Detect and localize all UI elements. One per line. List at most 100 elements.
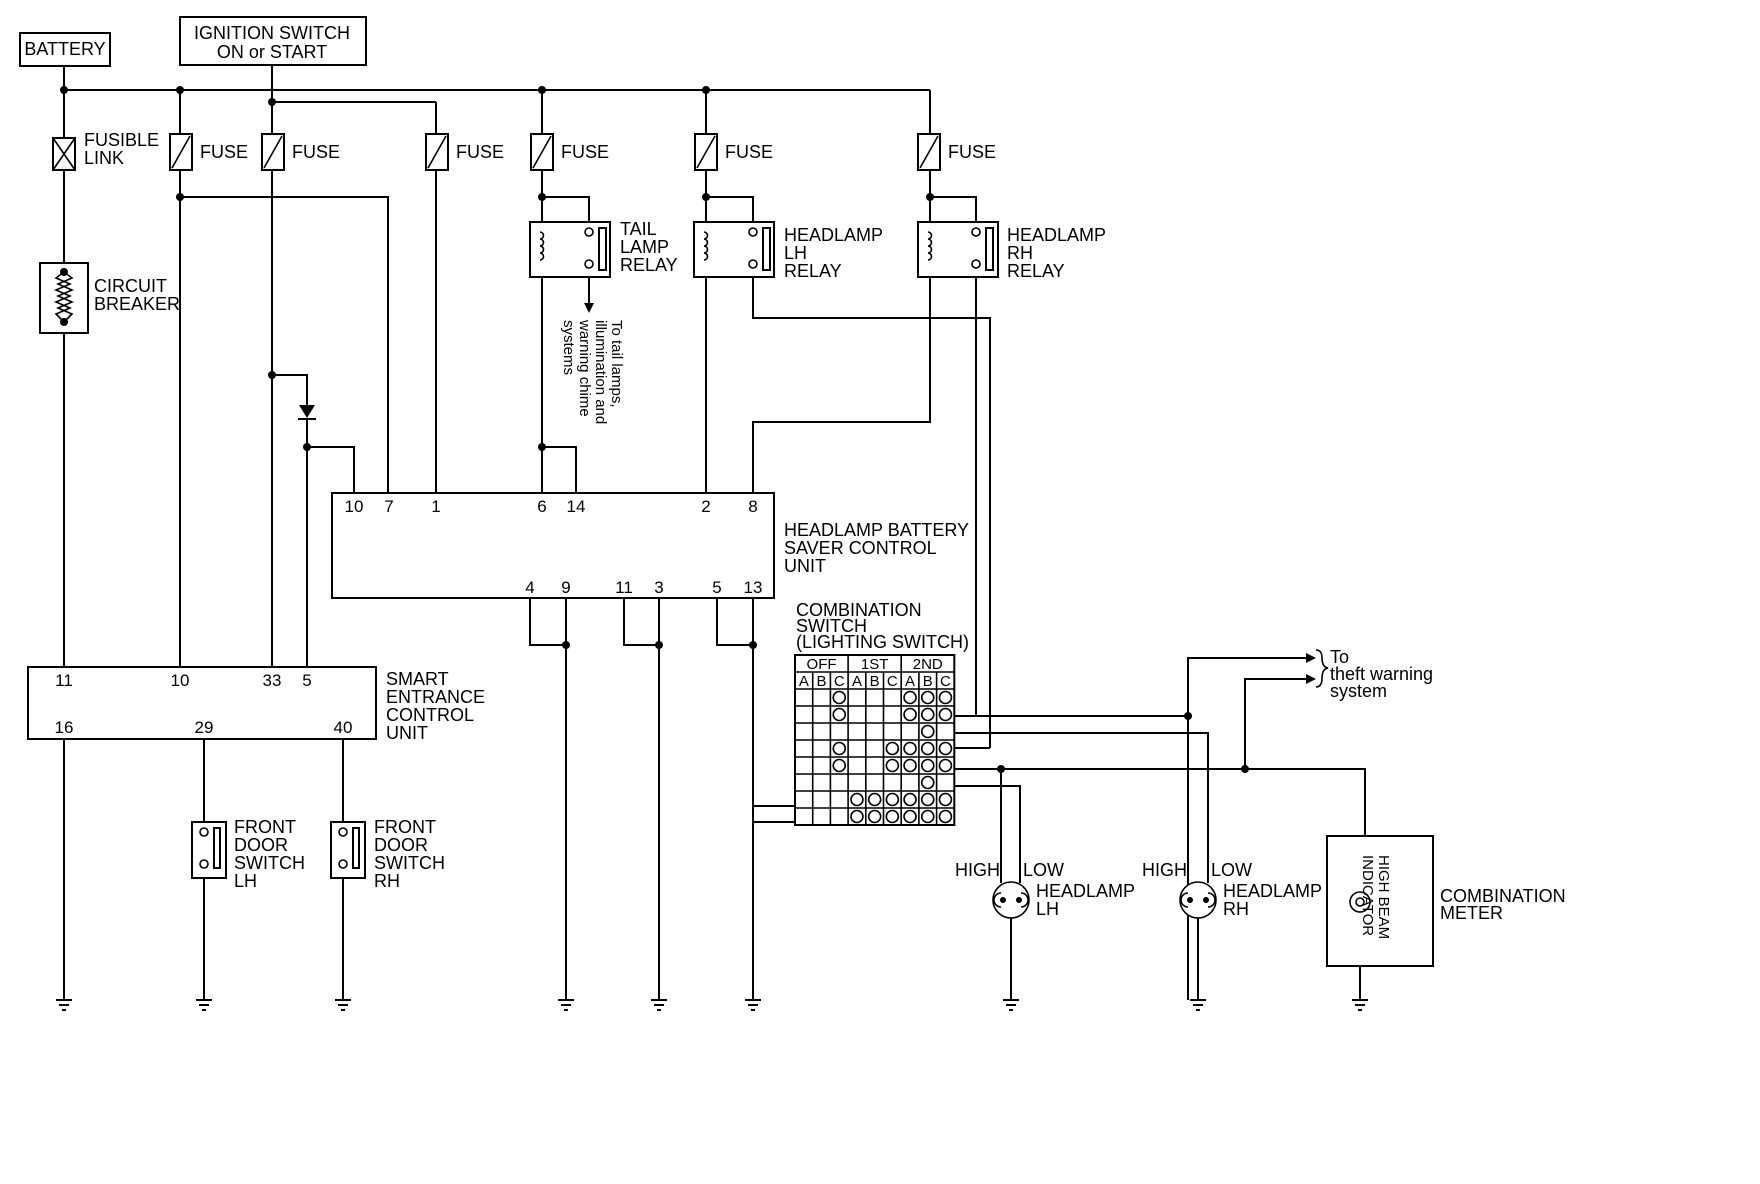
tail-lamp-relay-label-1: TAIL (620, 219, 657, 239)
svg-text:9: 9 (561, 578, 570, 597)
smart-entrance-control-unit (27, 666, 377, 740)
headlamp-rh (1179, 881, 1217, 1000)
switch-contact (903, 809, 917, 824)
switch-col-label: C (887, 673, 898, 690)
door-lh-label-4: LH (234, 871, 257, 891)
circuit-breaker-label-1: CIRCUIT (94, 276, 167, 296)
fuse-2 (261, 133, 285, 171)
svg-text:INDICATOR: INDICATOR (1359, 855, 1376, 936)
headlamp-lh-low-label: LOW (1023, 860, 1064, 880)
tail-lamp-relay (529, 170, 611, 493)
switch-contact (832, 758, 847, 773)
saver-pins-top: 10 7 1 6 14 2 8 (345, 497, 758, 516)
saver-unit-label-1: HEADLAMP BATTERY (784, 520, 969, 540)
switch-contact (938, 741, 953, 756)
wire-fuse1 (176, 170, 389, 667)
combination-meter-label-1: COMBINATION (1440, 886, 1566, 906)
svg-text:7: 7 (384, 497, 393, 516)
switch-contact (903, 741, 917, 756)
switch-contact (938, 690, 953, 705)
circuit-breaker-label-2: BREAKER (94, 294, 180, 314)
svg-text:29: 29 (195, 718, 214, 737)
svg-text:3: 3 (654, 578, 663, 597)
smart-pins-top: 11 10 33 5 (55, 671, 312, 690)
headlamp-rh-relay-label-3: RELAY (1007, 261, 1065, 281)
fuse-4 (530, 133, 554, 171)
switch-contact (832, 707, 847, 722)
svg-text:6: 6 (537, 497, 546, 516)
fuse-2-label: FUSE (292, 142, 340, 162)
switch-contact (920, 690, 935, 705)
fuse-1 (169, 133, 193, 171)
fuse-1-label: FUSE (200, 142, 248, 162)
svg-text:8: 8 (748, 497, 757, 516)
switch-contact (903, 690, 917, 705)
headlamp-rh-relay-label-2: RH (1007, 243, 1033, 263)
fusible-link (52, 137, 76, 171)
combination-meter-label-2: METER (1440, 903, 1503, 923)
tail-lamp-relay-label-2: LAMP (620, 237, 669, 257)
switch-group-label: 2ND (913, 656, 943, 673)
headlamp-rh-relay-label-1: HEADLAMP (1007, 225, 1106, 245)
combination-switch-label-1: COMBINATION (796, 600, 922, 620)
switch-group-label: OFF (807, 656, 837, 673)
headlamp-rh-low-label: LOW (1211, 860, 1252, 880)
svg-text:10: 10 (345, 497, 364, 516)
high-beam-indicator-label: HIGH BEAM INDICATOR (1359, 855, 1392, 939)
smart-unit-label-4: UNIT (386, 723, 428, 743)
switch-col-label: C (940, 673, 951, 690)
switch-contact (903, 792, 917, 807)
ignition-switch-label-1: IGNITION SWITCH (194, 23, 350, 43)
switch-contact (832, 741, 847, 756)
switch-contact (885, 792, 900, 807)
fuse-6-label: FUSE (948, 142, 996, 162)
front-door-switch-lh (191, 739, 227, 1000)
switch-contact (832, 690, 847, 705)
headlamp-lh-high-label: HIGH (955, 860, 1000, 880)
switch-contact (903, 707, 917, 722)
fuse-5-label: FUSE (725, 142, 773, 162)
svg-text:11: 11 (615, 578, 633, 597)
fuse-6 (917, 133, 941, 171)
theft-label-1: To (1330, 647, 1349, 667)
switch-group-label: 1ST (861, 656, 889, 673)
switch-col-label: B (923, 673, 933, 690)
svg-text:1: 1 (431, 497, 440, 516)
door-rh-label-2: DOOR (374, 835, 428, 855)
tail-lamp-relay-label-3: RELAY (620, 255, 678, 275)
switch-contact (903, 758, 917, 773)
saver-pins-bottom: 4 9 11 3 5 13 (525, 578, 762, 597)
headlamp-rh-label-2: RH (1223, 899, 1249, 919)
switch-col-label: A (852, 673, 862, 690)
svg-text:2: 2 (701, 497, 710, 516)
door-rh-label-1: FRONT (374, 817, 436, 837)
fuse-5 (694, 133, 718, 171)
switch-contact (920, 758, 935, 773)
svg-text:14: 14 (567, 497, 586, 516)
smart-unit-label-1: SMART (386, 669, 449, 689)
switch-contact (920, 741, 935, 756)
door-lh-label-2: DOOR (234, 835, 288, 855)
switch-contact (920, 792, 935, 807)
fuse-3-label: FUSE (456, 142, 504, 162)
headlamp-rh-high-label: HIGH (1142, 860, 1187, 880)
battery-bus (60, 66, 931, 138)
svg-text:illumination and: illumination and (592, 320, 609, 424)
svg-text:13: 13 (744, 578, 763, 597)
svg-text:11: 11 (55, 671, 73, 690)
svg-text:16: 16 (55, 718, 74, 737)
front-door-switch-rh (330, 739, 366, 1000)
switch-contact (938, 758, 953, 773)
combination-meter (1326, 835, 1434, 1000)
ignition-switch-label-2: ON or START (217, 42, 327, 62)
svg-text:To tail lamps,: To tail lamps, (608, 320, 625, 408)
wire-tail-14 (538, 443, 577, 493)
switch-col-label: A (905, 673, 915, 690)
ground-symbol (56, 999, 1368, 1011)
headlamp-lh-label-2: LH (1036, 899, 1059, 919)
switch-contact (938, 707, 953, 722)
headlamp-rh-label-1: HEADLAMP (1223, 881, 1322, 901)
headlamp-lh-relay (693, 170, 991, 748)
